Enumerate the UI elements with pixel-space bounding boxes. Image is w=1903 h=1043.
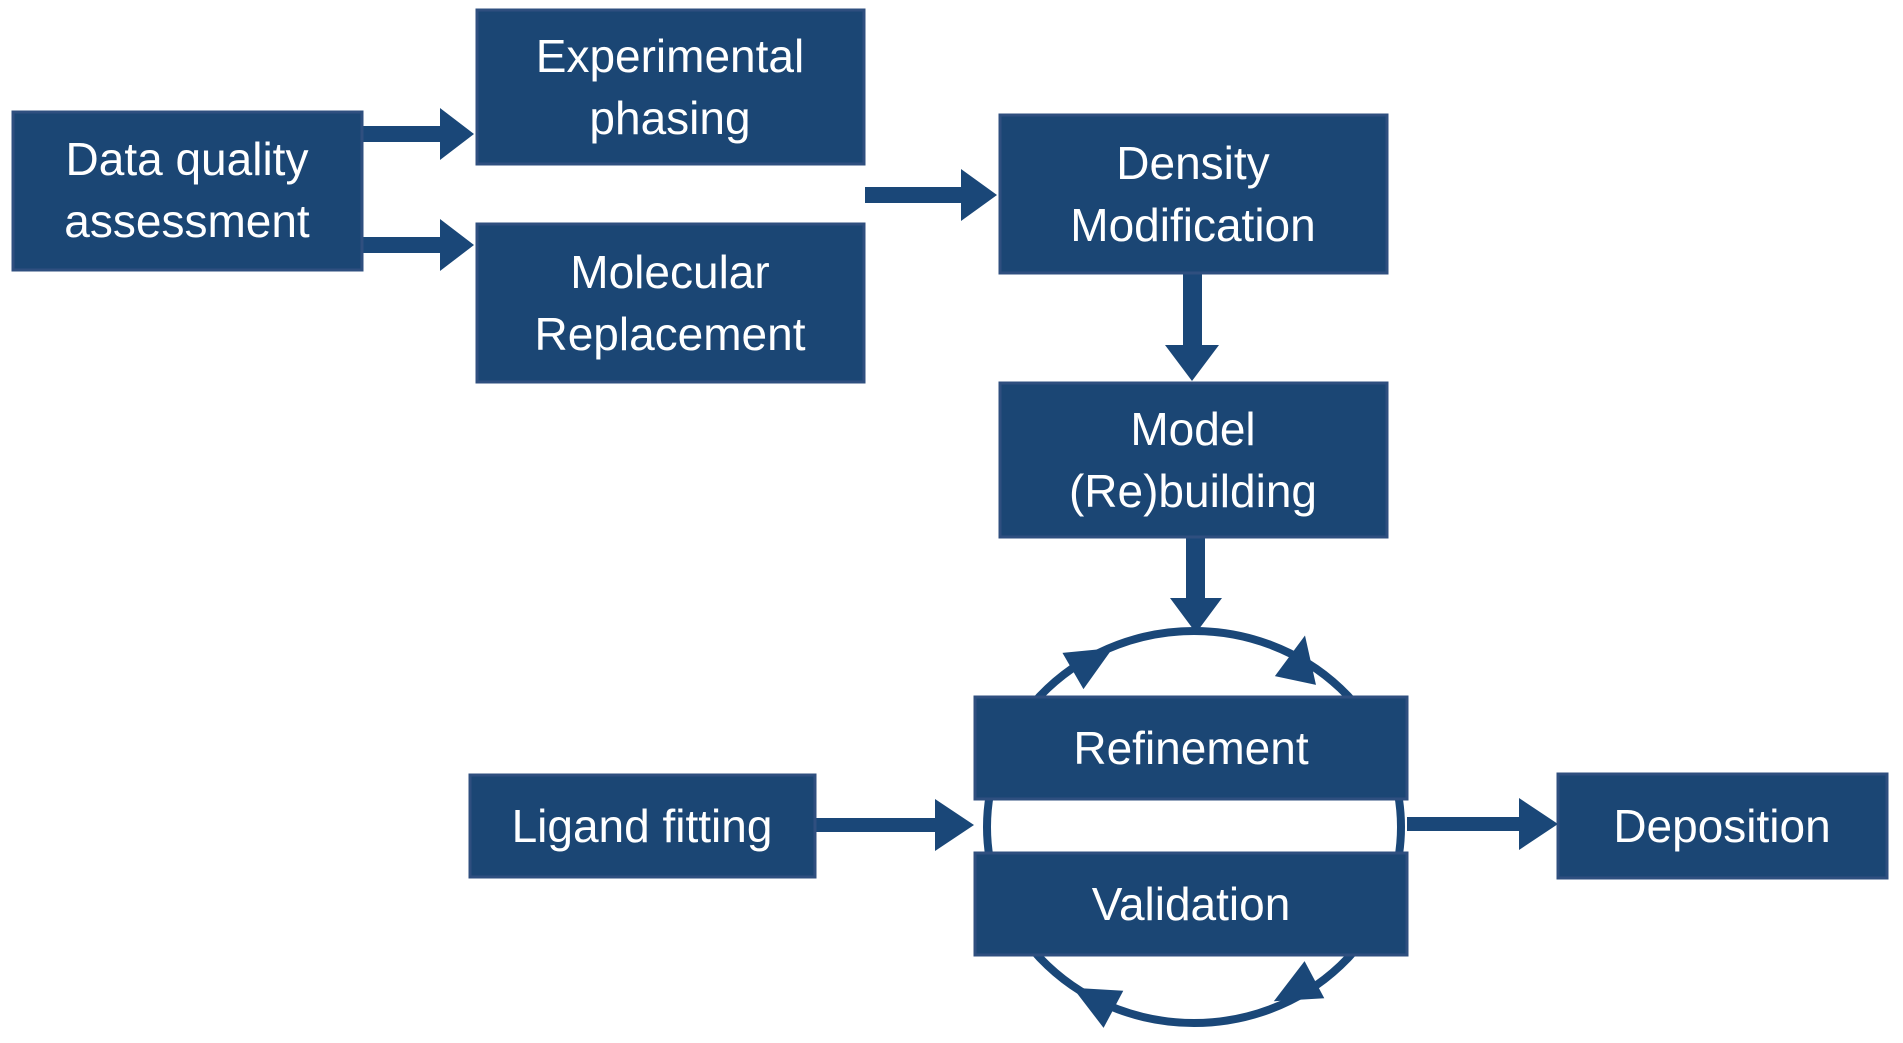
molecular-replacement-label-line2: Replacement — [534, 308, 805, 360]
data-quality-assessment-box-rect — [11, 110, 364, 272]
validation-box-rect — [973, 851, 1409, 957]
deposition-box: Deposition — [1556, 772, 1889, 880]
model-rebuilding-label-line2: (Re)building — [1069, 465, 1317, 517]
cycle-arrowhead-bottom-right-icon — [1273, 961, 1325, 1002]
data-quality-assessment-label-line1: Data quality — [66, 133, 309, 185]
arrow-ligand-fitting-to-cycle — [813, 799, 974, 851]
experimental-phasing-label-line1: Experimental — [536, 30, 804, 82]
arrow-dqa-to-experimental-phasing — [360, 108, 474, 160]
cycle-arrowhead-top-right-icon — [1274, 635, 1316, 685]
molecular-replacement-label-line1: Molecular — [570, 246, 769, 298]
cycle-ring — [983, 627, 1405, 1027]
molecular-replacement-box-rect — [475, 222, 866, 384]
model-rebuilding-label-line1: Model — [1130, 403, 1255, 455]
density-modification-label-line2: Modification — [1070, 199, 1315, 251]
arrow-phasing-to-density-modification — [865, 169, 997, 221]
cycle-arrowhead-bottom-left-icon — [1072, 987, 1124, 1028]
refinement-label: Refinement — [1073, 722, 1308, 774]
refinement-validation-cycle-arrow — [983, 627, 1405, 1028]
experimental-phasing-label-line2: phasing — [589, 92, 750, 144]
data-quality-assessment-box: Data quality assessment — [11, 110, 364, 272]
cycle-arrowhead-top-left-icon — [1062, 648, 1113, 690]
ligand-fitting-label: Ligand fitting — [512, 800, 773, 852]
ligand-fitting-box-rect — [468, 773, 817, 879]
refinement-box-rect — [973, 695, 1409, 801]
refinement-box: Refinement — [973, 695, 1409, 801]
arrow-dqa-to-molecular-replacement — [360, 219, 474, 271]
model-rebuilding-box-rect — [998, 381, 1389, 539]
density-modification-label-line1: Density — [1116, 137, 1269, 189]
experimental-phasing-box-rect — [475, 8, 866, 166]
arrow-model-rebuilding-to-cycle — [1170, 535, 1222, 633]
experimental-phasing-box: Experimental phasing — [475, 8, 866, 166]
validation-label: Validation — [1092, 878, 1291, 930]
molecular-replacement-box: Molecular Replacement — [475, 222, 866, 384]
deposition-label: Deposition — [1613, 800, 1830, 852]
density-modification-box: Density Modification — [998, 113, 1389, 275]
arrow-density-modification-to-model-rebuilding — [1165, 271, 1219, 381]
model-rebuilding-box: Model (Re)building — [998, 381, 1389, 539]
ligand-fitting-box: Ligand fitting — [468, 773, 817, 879]
arrow-cycle-to-deposition — [1407, 798, 1558, 850]
validation-box: Validation — [973, 851, 1409, 957]
data-quality-assessment-label-line2: assessment — [64, 195, 310, 247]
density-modification-box-rect — [998, 113, 1389, 275]
deposition-box-rect — [1556, 772, 1889, 880]
